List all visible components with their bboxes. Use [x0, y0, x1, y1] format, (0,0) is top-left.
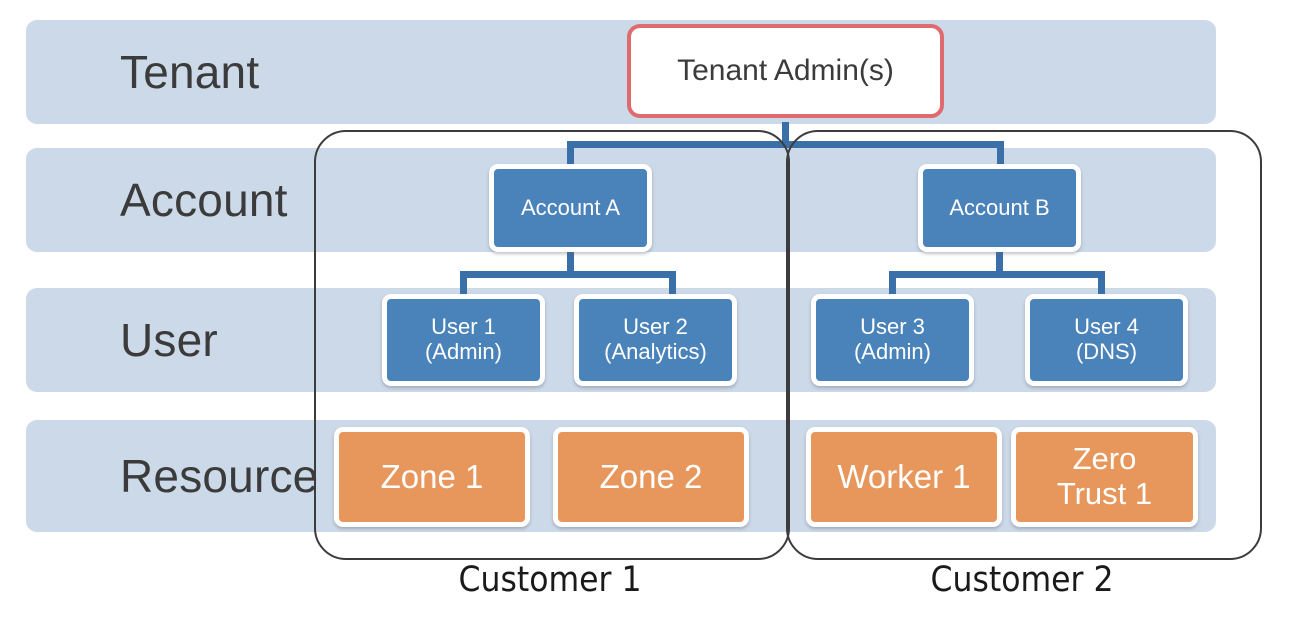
node-account-b[interactable]: Account B — [918, 164, 1081, 252]
node-user-4-role: (DNS) — [1075, 339, 1138, 364]
tier-label-user: User — [120, 314, 218, 366]
connector-account-a-to-user-2 — [669, 271, 676, 297]
node-user-2-label: User 2 — [623, 314, 688, 340]
connector-account-a-trunk — [567, 249, 574, 276]
node-user-4-label: User 4 — [1074, 314, 1139, 340]
connector-account-b-to-user-4 — [1098, 271, 1105, 297]
node-tenant-admin[interactable]: Tenant Admin(s) — [627, 24, 944, 118]
node-user-4[interactable]: User 4 (DNS) — [1025, 294, 1188, 386]
node-user-3-label: User 3 — [860, 314, 925, 340]
node-account-a-label: Account A — [520, 194, 621, 220]
connector-account-b-bus — [889, 271, 1105, 278]
node-resource-zone-1[interactable]: Zone 1 — [334, 427, 530, 527]
node-resource-worker-1[interactable]: Worker 1 — [806, 427, 1002, 527]
connector-account-a-to-user-1 — [460, 271, 467, 297]
tier-band-tenant: Tenant — [26, 20, 1216, 124]
node-resource-zone-2-label: Zone 2 — [599, 457, 703, 495]
tier-label-resource: Resource — [120, 450, 319, 502]
connector-account-a-bus — [460, 271, 676, 278]
node-user-3[interactable]: User 3 (Admin) — [811, 294, 974, 386]
connector-tenant-to-account-b — [997, 141, 1004, 171]
node-user-2[interactable]: User 2 (Analytics) — [574, 294, 737, 386]
node-resource-zone-2[interactable]: Zone 2 — [553, 427, 749, 527]
connector-tenant-trunk — [782, 122, 789, 146]
node-resource-zero-trust-1[interactable]: Zero Trust 1 — [1011, 427, 1198, 527]
node-account-b-label: Account B — [949, 194, 1050, 220]
node-user-3-role: (Admin) — [853, 339, 931, 364]
node-user-1-label: User 1 — [431, 314, 496, 340]
node-resource-zero-trust-1-label-line2: Trust 1 — [1056, 476, 1153, 511]
node-resource-zone-1-label: Zone 1 — [380, 457, 484, 495]
node-resource-zero-trust-1-label-line1: Zero — [1072, 441, 1137, 477]
node-resource-worker-1-label: Worker 1 — [837, 457, 971, 495]
node-user-1[interactable]: User 1 (Admin) — [382, 294, 545, 386]
customer-1-caption: Customer 1 — [314, 560, 786, 600]
node-account-a[interactable]: Account A — [489, 164, 652, 252]
connector-account-b-to-user-3 — [889, 271, 896, 297]
node-tenant-admin-label: Tenant Admin(s) — [677, 54, 894, 88]
customer-1-label: Customer 1 — [458, 560, 642, 600]
connector-tenant-to-account-a — [567, 141, 574, 171]
connector-tenant-bus — [567, 141, 1004, 148]
tier-label-tenant: Tenant — [120, 46, 260, 98]
connector-account-b-trunk — [996, 249, 1003, 276]
customer-2-label: Customer 2 — [930, 560, 1114, 600]
customer-2-caption: Customer 2 — [786, 560, 1258, 600]
tier-label-account: Account — [120, 174, 288, 226]
node-user-2-role: (Analytics) — [604, 339, 707, 364]
node-user-1-role: (Admin) — [424, 339, 502, 364]
